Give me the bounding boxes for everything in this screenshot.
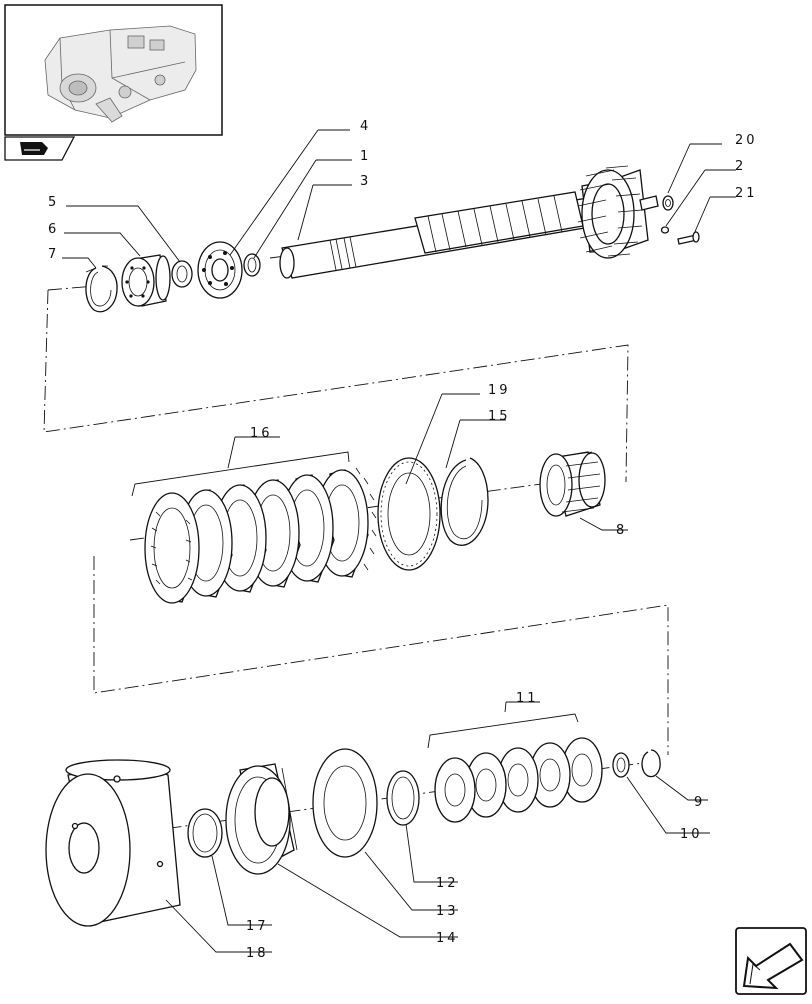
callout-9: 9 (694, 795, 705, 810)
callout-6: 6 (48, 222, 59, 237)
part-bearing-6 (121, 254, 171, 307)
callout-labels: 4 1 3 5 6 7 20 2 21 16 19 15 8 11 9 10 1… (48, 119, 758, 961)
callout-18: 18 (246, 946, 269, 961)
part-ball-2 (660, 226, 670, 234)
part-washer-20 (662, 195, 674, 211)
callout-1: 1 (360, 149, 371, 164)
thumbnail-panel (4, 4, 223, 136)
part-circlip-9 (641, 749, 661, 778)
callout-20: 20 (735, 133, 758, 148)
callout-11: 11 (516, 691, 539, 706)
part-piston-14 (225, 763, 298, 875)
callout-13: 13 (436, 904, 459, 919)
transmission-housing-icon (44, 25, 197, 123)
callout-16: 16 (250, 426, 273, 441)
back-arrow-icon (742, 942, 804, 990)
part-ring-12 (386, 770, 420, 826)
part-hub-8 (539, 451, 606, 517)
part-disc-pack-16 (144, 467, 377, 604)
callout-19: 19 (488, 383, 511, 398)
callout-3: 3 (360, 174, 371, 189)
main-shaft (279, 165, 659, 279)
callout-5: 5 (48, 195, 59, 210)
callout-14: 14 (436, 931, 459, 946)
callout-4: 4 (360, 119, 371, 134)
part-ring-10 (612, 752, 630, 778)
part-ring-13 (312, 748, 378, 858)
callout-17: 17 (246, 919, 269, 934)
part-snapring-15 (440, 457, 489, 546)
nav-back-button[interactable] (735, 927, 807, 995)
index-tab[interactable] (4, 136, 76, 161)
leader-lines (62, 129, 736, 953)
part-ring-17 (187, 808, 223, 858)
callout-10: 10 (680, 827, 703, 842)
part-ring-19 (377, 457, 441, 571)
callout-2: 2 (735, 159, 746, 174)
part-ring-5 (171, 260, 193, 288)
book-icon (20, 142, 48, 155)
callout-7: 7 (48, 247, 59, 262)
part-housing-18 (45, 759, 181, 927)
part-pin-21 (677, 231, 700, 245)
callout-8: 8 (616, 523, 627, 538)
callout-21: 21 (735, 186, 758, 201)
callout-12: 12 (436, 876, 459, 891)
callout-15: 15 (488, 409, 511, 424)
part-spring-stack-11 (434, 737, 603, 823)
part-bearing-4 (197, 241, 243, 299)
part-snapring-7 (85, 265, 118, 313)
part-circlip-1 (243, 253, 261, 277)
